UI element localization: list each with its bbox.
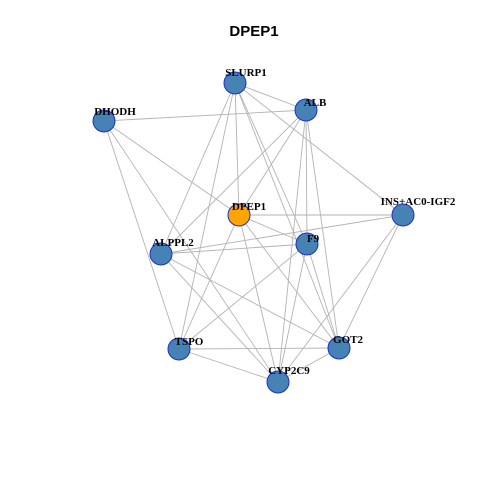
- edge-slurp1-alb: [234, 82, 307, 111]
- edge-alppl2-cyp2c9: [160, 253, 279, 383]
- edge-dpep1-cyp2c9: [238, 214, 279, 383]
- edge-f9-tspo: [178, 243, 308, 350]
- edge-ins-ac0-igf2-got2: [338, 214, 404, 349]
- node-label-cyp2c9: CYP2C9: [268, 365, 310, 377]
- edge-alb-alppl2: [160, 109, 307, 255]
- node-label-slurp1: SLURP1: [225, 67, 267, 79]
- edge-got2-cyp2c9: [277, 347, 340, 383]
- edge-alppl2-got2: [160, 253, 340, 349]
- edge-ins-ac0-igf2-alppl2: [160, 214, 404, 255]
- edge-dpep1-tspo: [178, 214, 240, 350]
- edge-layer: [103, 82, 404, 383]
- node-label-alb: ALB: [304, 97, 327, 109]
- node-label-got2: GOT2: [333, 334, 363, 346]
- node-label-alppl2: ALPPL2: [152, 237, 194, 249]
- edge-f9-got2: [306, 243, 340, 349]
- edge-ins-ac0-igf2-cyp2c9: [277, 214, 404, 383]
- edge-alb-got2: [305, 109, 340, 349]
- edge-tspo-cyp2c9: [178, 348, 279, 383]
- edge-slurp1-ins-ac0-igf2: [234, 82, 404, 216]
- edge-dpep1-f9: [238, 214, 308, 245]
- edge-f9-alppl2: [160, 243, 308, 255]
- node-label-tspo: TSPO: [175, 336, 204, 348]
- node-alb: [294, 98, 318, 122]
- node-layer: [92, 71, 415, 394]
- edge-f9-cyp2c9: [277, 243, 308, 383]
- edge-slurp1-tspo: [178, 82, 236, 350]
- node-label-ins-ac0-igf2: INS+AC0-IGF2: [381, 196, 456, 208]
- node-dpep1: [227, 203, 251, 227]
- edge-slurp1-dpep1: [234, 82, 240, 216]
- node-ins-ac0-igf2: [391, 203, 415, 227]
- node-f9: [295, 232, 319, 256]
- node-label-f9: F9: [307, 233, 320, 245]
- node-label-dhodh: DHODH: [94, 106, 136, 118]
- graph-title: DPEP1: [229, 23, 278, 40]
- node-dhodh: [92, 109, 116, 133]
- edge-slurp1-got2: [234, 82, 340, 349]
- node-alppl2: [149, 242, 173, 266]
- edge-dpep1-got2: [238, 214, 340, 349]
- edge-tspo-got2: [178, 347, 340, 350]
- edge-alb-cyp2c9: [277, 109, 307, 383]
- edge-dhodh-tspo: [103, 120, 180, 350]
- node-cyp2c9: [266, 370, 290, 394]
- edge-dhodh-alb: [103, 109, 307, 122]
- edge-dhodh-dpep1: [103, 120, 240, 216]
- edge-alb-dpep1: [238, 109, 307, 216]
- edge-alb-f9: [305, 109, 308, 245]
- node-label-dpep1: DPEP1: [232, 201, 266, 213]
- node-got2: [327, 336, 351, 360]
- node-tspo: [167, 337, 191, 361]
- node-slurp1: [223, 71, 247, 95]
